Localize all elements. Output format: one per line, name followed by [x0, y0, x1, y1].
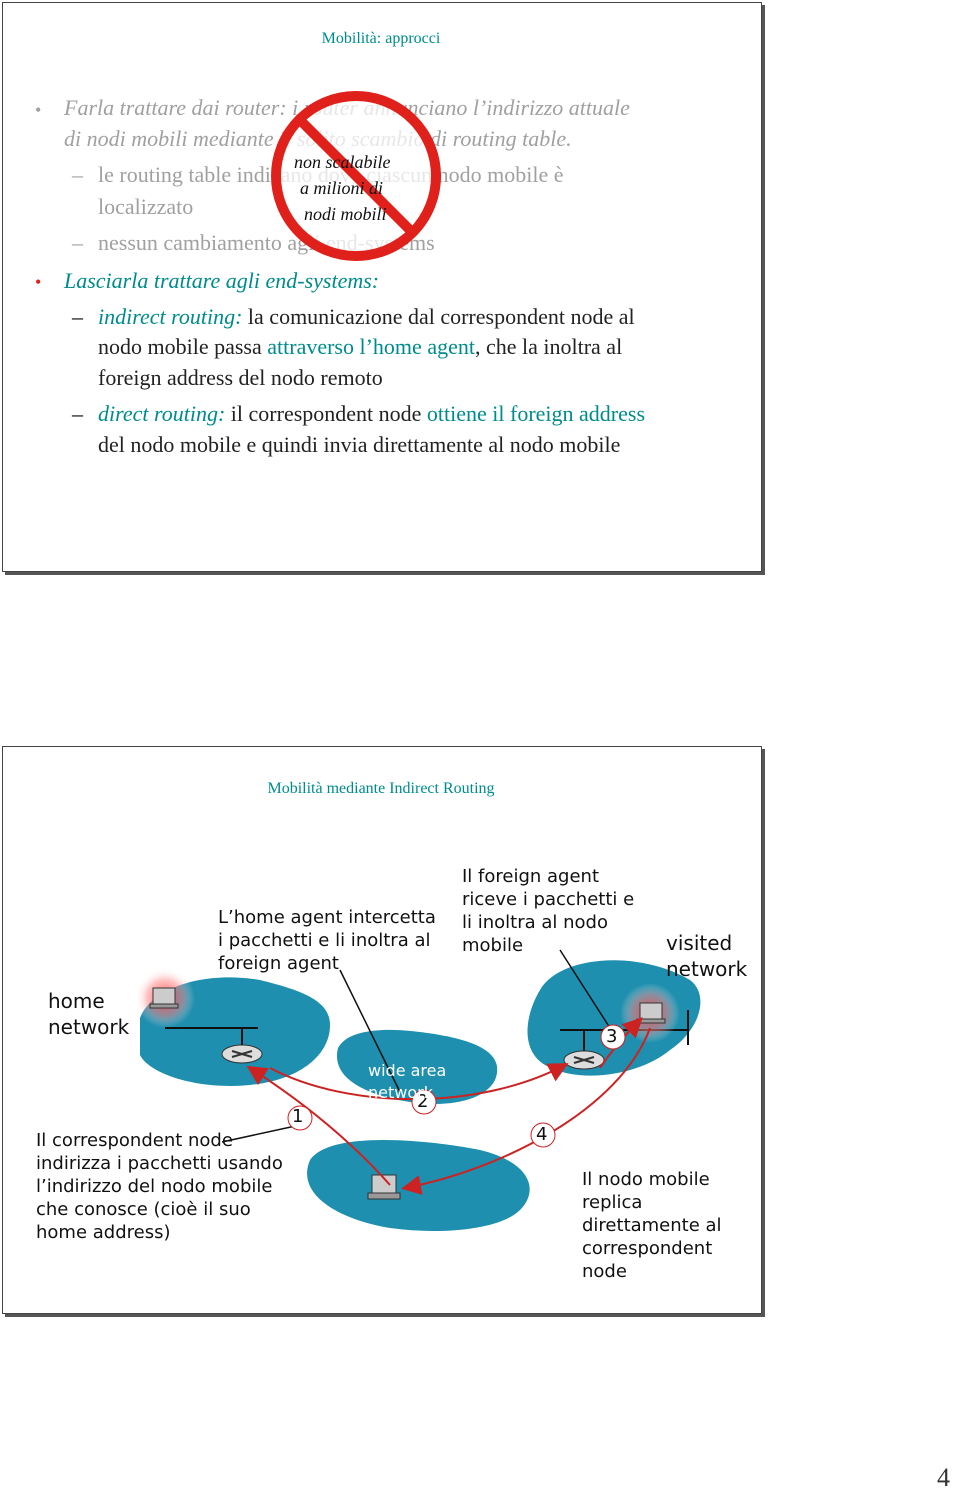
indirect-routing-text-b3: , che la inoltra al: [474, 334, 623, 359]
direct-routing-line-2: del nodo mobile e quindi invia direttame…: [98, 432, 621, 457]
indirect-routing-line-3: foreign address del nodo remoto: [98, 365, 383, 390]
home-laptop-icon: [149, 987, 179, 1009]
home-agent-callout-3: foreign agent: [218, 953, 339, 974]
arrow-1: [246, 1065, 391, 1186]
mobile-node-callout: Il nodo mobile replica direttamente al c…: [582, 1168, 722, 1283]
correspondent-callout-3: l’indirizzo del nodo mobile: [36, 1176, 273, 1197]
step-3-label: 3: [606, 1026, 618, 1047]
direct-routing-text-a1: il correspondent node: [225, 401, 427, 426]
wan-label: wide area network: [368, 1060, 446, 1104]
home-network-label-1: home: [48, 989, 105, 1013]
visited-network-label: visited network: [666, 930, 747, 982]
step-2-label: 2: [417, 1091, 429, 1112]
wan-label-2: network: [368, 1083, 433, 1102]
slide-1-title: Mobilità: approcci: [321, 30, 441, 47]
indirect-routing-line-1: indirect routing: la comunicazione dal c…: [98, 304, 635, 330]
correspondent-computer-icon: [367, 1174, 401, 1200]
prohibition-icon: [268, 88, 444, 264]
correspondent-callout-1: Il correspondent node: [36, 1130, 233, 1151]
indirect-routing-term: indirect routing:: [98, 304, 243, 329]
direct-routing-text-a2: ottiene il foreign address: [426, 401, 646, 426]
mobile-node-callout-1: Il nodo mobile: [582, 1169, 710, 1190]
mobile-node-callout-3: direttamente al: [582, 1215, 722, 1236]
home-network-label-2: network: [48, 1015, 130, 1039]
bullet-2-marker: •: [35, 272, 42, 292]
foreign-agent-callout-1: Il foreign agent: [462, 866, 600, 887]
indirect-routing-text-a: la comunicazione dal correspondent node …: [242, 304, 635, 329]
mobile-node-callout-2: replica: [582, 1192, 643, 1213]
home-agent-callout-2: i pacchetti e li inoltra al: [218, 930, 431, 951]
mobile-node-callout-4: correspondent: [582, 1238, 713, 1259]
stamp-text-2: a milioni di: [300, 178, 384, 198]
bullet-2: Lasciarla trattare agli end-systems:: [64, 268, 380, 293]
foreign-agent-callout: Il foreign agent riceve i pacchetti e li…: [462, 865, 634, 957]
network-diagram: [0, 840, 762, 1310]
slide-2-title: Mobilità mediante Indirect Routing: [267, 780, 495, 797]
indirect-routing-text-b2: attraverso l’home agent: [267, 334, 475, 359]
indirect-routing-text-b1: nodo mobile passa: [98, 334, 268, 359]
stamp-text-3: nodi mobili: [304, 204, 387, 224]
correspondent-callout-5: home address): [36, 1222, 171, 1243]
stamp-text-1: non scalabile: [294, 152, 391, 172]
dash-3: –: [72, 304, 83, 329]
dash-4: –: [72, 401, 83, 426]
visited-network-label-2: network: [666, 957, 748, 981]
indirect-routing-line-2: nodo mobile passa attraverso l’home agen…: [98, 334, 622, 360]
mobile-node-callout-5: node: [582, 1261, 627, 1282]
direct-routing-term: direct routing:: [98, 401, 226, 426]
correspondent-callout: Il correspondent node indirizza i pacche…: [36, 1129, 283, 1244]
dash-2: –: [72, 230, 83, 255]
home-agent-callout: L’home agent intercetta i pacchetti e li…: [218, 906, 436, 975]
direct-routing-line-1: direct routing: il correspondent node ot…: [98, 401, 645, 427]
home-network-label: home network: [48, 988, 129, 1040]
sub-bullet-1-line-2: localizzato: [98, 194, 194, 219]
foreign-agent-callout-3: li inoltra al nodo: [462, 912, 608, 933]
correspondent-callout-4: che conosce (cioè il suo: [36, 1199, 251, 1220]
dash-1: –: [72, 162, 83, 187]
wan-cloud: [336, 1029, 498, 1104]
home-router-icon: [221, 1044, 263, 1064]
step-1-label: 1: [292, 1106, 304, 1127]
page-number: 4: [937, 1463, 950, 1492]
foreign-agent-callout-2: riceve i pacchetti e: [462, 889, 635, 910]
foreign-agent-callout-4: mobile: [462, 935, 524, 956]
bullet-1-marker: •: [35, 100, 42, 120]
visited-network-label-1: visited: [666, 931, 733, 955]
home-agent-callout-1: L’home agent intercetta: [218, 907, 436, 928]
foreign-router-icon: [563, 1050, 605, 1070]
wan-label-1: wide area: [368, 1061, 447, 1080]
mobile-laptop-icon: [636, 1002, 666, 1024]
correspondent-callout-2: indirizza i pacchetti usando: [36, 1153, 283, 1174]
step-4-label: 4: [536, 1124, 548, 1145]
